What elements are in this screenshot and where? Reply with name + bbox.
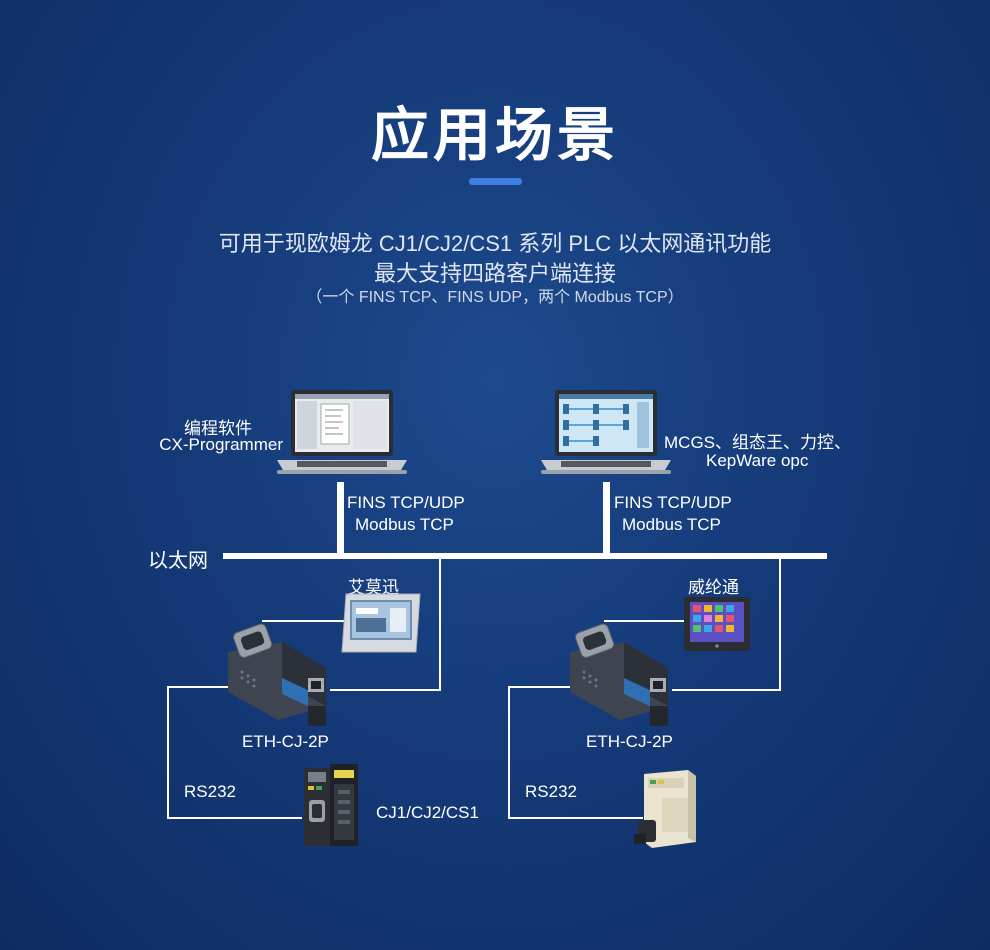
module-right-label: ETH-CJ-2P [586, 732, 673, 751]
ethernet-bus-line [223, 553, 827, 559]
subtitle-line-2: 最大支持四路客户端连接 [373, 261, 616, 286]
right-branch-vertical [779, 557, 781, 691]
protocol-left-1: FINS TCP/UDP [347, 493, 465, 512]
pc-right-label-1: MCGS、组态王、力控、 [664, 433, 851, 452]
pc-left-drop-line [337, 482, 344, 555]
module-left-label: ETH-CJ-2P [242, 732, 329, 751]
left-hmi-link [262, 620, 344, 622]
rs232-left-label: RS232 [184, 782, 236, 801]
left-rs232-top [167, 686, 237, 688]
right-rs232-bottom [508, 817, 643, 819]
pc-right-drop-line [603, 482, 610, 555]
protocol-right-1: FINS TCP/UDP [614, 493, 732, 512]
right-rs232-vertical [508, 686, 510, 819]
hmi-right-icon [684, 597, 750, 651]
pc-left-label-2: CX-Programmer [159, 435, 283, 454]
left-rs232-vertical [167, 686, 169, 819]
left-branch-vertical [439, 557, 441, 691]
left-rs232-bottom [167, 817, 302, 819]
eth-module-left-icon [228, 623, 326, 726]
subtitle-line-3: （一个 FINS TCP、FINS UDP，两个 Modbus TCP） [306, 289, 684, 306]
ethernet-label: 以太网 [148, 550, 208, 572]
plc-left-label: CJ1/CJ2/CS1 [376, 803, 479, 822]
hmi-left-icon [341, 593, 421, 653]
right-hmi-link [604, 620, 688, 622]
hmi-right-label: 威纶通 [688, 578, 739, 597]
right-rs232-top [508, 686, 578, 688]
subtitle-line-1: 可用于现欧姆龙 CJ1/CJ2/CS1 系列 PLC 以太网通讯功能 [218, 231, 772, 256]
eth-module-right-icon [570, 623, 668, 726]
pc-right-label-2: KepWare opc [706, 451, 809, 470]
laptop-right-icon [541, 390, 671, 474]
left-branch-to-module [330, 689, 441, 691]
plc-right-icon [634, 770, 696, 848]
protocol-left-2: Modbus TCP [355, 515, 454, 534]
page-title: 应用场景 [370, 101, 619, 169]
pc-left-label-1: 编程软件 [184, 419, 252, 438]
plc-left-icon [304, 764, 358, 846]
protocol-right-2: Modbus TCP [622, 515, 721, 534]
laptop-left-icon [277, 390, 407, 474]
hmi-left-label: 艾莫迅 [348, 578, 399, 597]
title-underline [469, 178, 522, 185]
right-branch-to-module [672, 689, 781, 691]
rs232-right-label: RS232 [525, 782, 577, 801]
